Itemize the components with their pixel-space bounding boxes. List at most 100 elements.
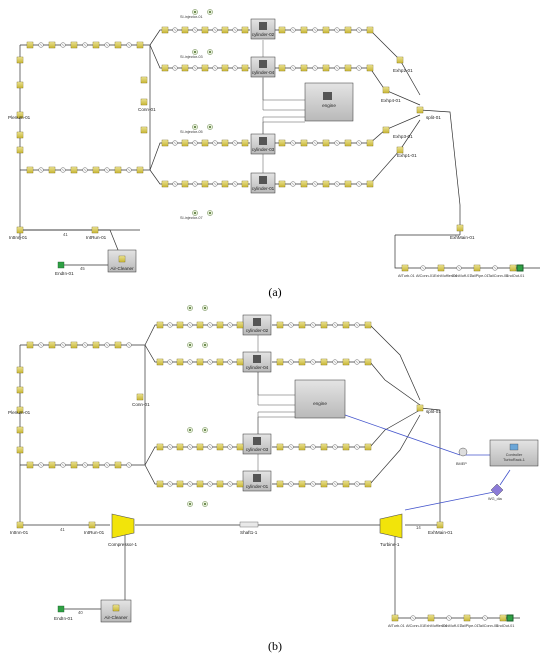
pipe-segment	[126, 42, 132, 48]
pipe-segment	[334, 65, 340, 71]
svg-text:Air-Cleaner: Air-Cleaner	[104, 615, 128, 620]
svg-text:41: 41	[63, 232, 68, 237]
outlet-component	[401, 264, 409, 272]
pipe-segment	[310, 359, 316, 365]
pipe-segment	[192, 140, 198, 146]
pipe-segment	[156, 480, 164, 488]
pipe-segment	[312, 65, 318, 71]
plenum-b: Plenum-01	[8, 406, 31, 415]
pipe-segment	[104, 342, 110, 348]
pipe-segment	[212, 27, 218, 33]
pipe-segment	[187, 481, 193, 487]
outlet-label: ExhMuff-01	[442, 624, 461, 628]
injector-icon	[206, 209, 214, 217]
outlet-component	[446, 615, 452, 621]
pipe-segment	[364, 358, 372, 366]
pipe-segment	[312, 140, 318, 146]
svg-text:SI-injector-03: SI-injector-03	[180, 55, 203, 59]
pipe-segment	[300, 139, 308, 147]
pipe-segment	[156, 321, 164, 329]
engine-block-b: engine	[294, 379, 346, 419]
intake-inlet-a: IntInn-01 IntRun-01 41	[9, 226, 107, 240]
pipe-segment	[114, 461, 122, 469]
pipe-segment	[300, 64, 308, 72]
injector-icon	[191, 48, 199, 56]
svg-text:Plenum-01: Plenum-01	[8, 115, 31, 120]
svg-text:IntRun-01: IntRun-01	[84, 530, 105, 535]
pipe-segment	[322, 180, 330, 188]
pipe-segment	[140, 126, 148, 134]
pipe-segment	[104, 462, 110, 468]
svg-text:cylinder-04: cylinder-04	[246, 365, 269, 370]
pipe-segment	[70, 461, 78, 469]
outlet-component	[482, 615, 488, 621]
pipe-segment	[16, 146, 24, 154]
pipe-segment	[276, 358, 284, 366]
pipe-segment	[207, 359, 213, 365]
injector-icon	[191, 123, 199, 131]
pipe-segment	[201, 26, 209, 34]
pipe-segment	[354, 481, 360, 487]
cylinder-03-b: cylinder-03	[242, 433, 272, 455]
outlet-component	[499, 614, 507, 622]
pipe-segment	[332, 444, 338, 450]
pipe-segment	[236, 443, 244, 451]
pipe-segment	[232, 181, 238, 187]
pipe-segment	[192, 181, 198, 187]
conn-a: Conn-01	[138, 98, 156, 112]
outlet-label: TailPipe-01	[460, 624, 479, 628]
outlet-label: EndOut-01	[496, 624, 514, 628]
engine-block-a: engine	[304, 82, 354, 122]
pipe-segment	[334, 181, 340, 187]
pipe-segment	[48, 461, 56, 469]
pipe-segment	[176, 480, 184, 488]
pipe-segment	[356, 27, 362, 33]
pipe-segment	[176, 358, 184, 366]
outlet-label: AfTurb-01	[398, 274, 415, 278]
outlet-label: AfConn-01	[416, 274, 434, 278]
injector-icon	[186, 500, 194, 508]
svg-text:engine: engine	[322, 103, 336, 108]
svg-text:14: 14	[416, 525, 421, 530]
injector-icon	[191, 8, 199, 16]
svg-text:SI-injector-05: SI-injector-05	[180, 130, 203, 134]
pipe-segment	[48, 166, 56, 174]
svg-text:Air-Cleaner: Air-Cleaner	[110, 266, 134, 271]
pipe-segment	[156, 443, 164, 451]
outlet-component	[437, 264, 445, 272]
pipe-segment	[344, 180, 352, 188]
svg-text:engine: engine	[313, 401, 327, 406]
pipe-segment	[278, 139, 286, 147]
pipe-segment	[241, 64, 249, 72]
svg-text:cylinder-02: cylinder-02	[252, 32, 275, 37]
pipe-segment	[201, 139, 209, 147]
svg-text:Exhp2-01: Exhp2-01	[393, 68, 413, 73]
pipe-segment	[216, 443, 224, 451]
pipe-segment	[167, 481, 173, 487]
cylinder-01-b: cylinder-01	[242, 470, 272, 492]
injector-icon	[186, 426, 194, 434]
split-a: split-01	[416, 106, 441, 120]
svg-text:ExhMain-01: ExhMain-01	[450, 235, 475, 240]
svg-text:Shaft1-1: Shaft1-1	[240, 530, 258, 535]
pipe-segment	[300, 26, 308, 34]
pipe-segment	[48, 341, 56, 349]
pipe-segment	[212, 181, 218, 187]
pipe-segment	[114, 41, 122, 49]
outlet-label: TailConn-01	[478, 624, 498, 628]
pipe-segment	[126, 462, 132, 468]
pipe-segment	[221, 64, 229, 72]
pipe-segment	[181, 26, 189, 34]
svg-text:BMEP: BMEP	[456, 462, 467, 466]
pipe-segment	[276, 321, 284, 329]
pipe-segment	[298, 480, 306, 488]
pipe-segment	[332, 481, 338, 487]
pipe-segment	[172, 65, 178, 71]
pipe-segment	[140, 76, 148, 84]
pipe-segment	[227, 322, 233, 328]
svg-text:split-01: split-01	[426, 115, 441, 120]
injector-icon	[206, 8, 214, 16]
injector-icon	[206, 48, 214, 56]
pipe-segment	[60, 167, 66, 173]
pipe-segment	[322, 64, 330, 72]
